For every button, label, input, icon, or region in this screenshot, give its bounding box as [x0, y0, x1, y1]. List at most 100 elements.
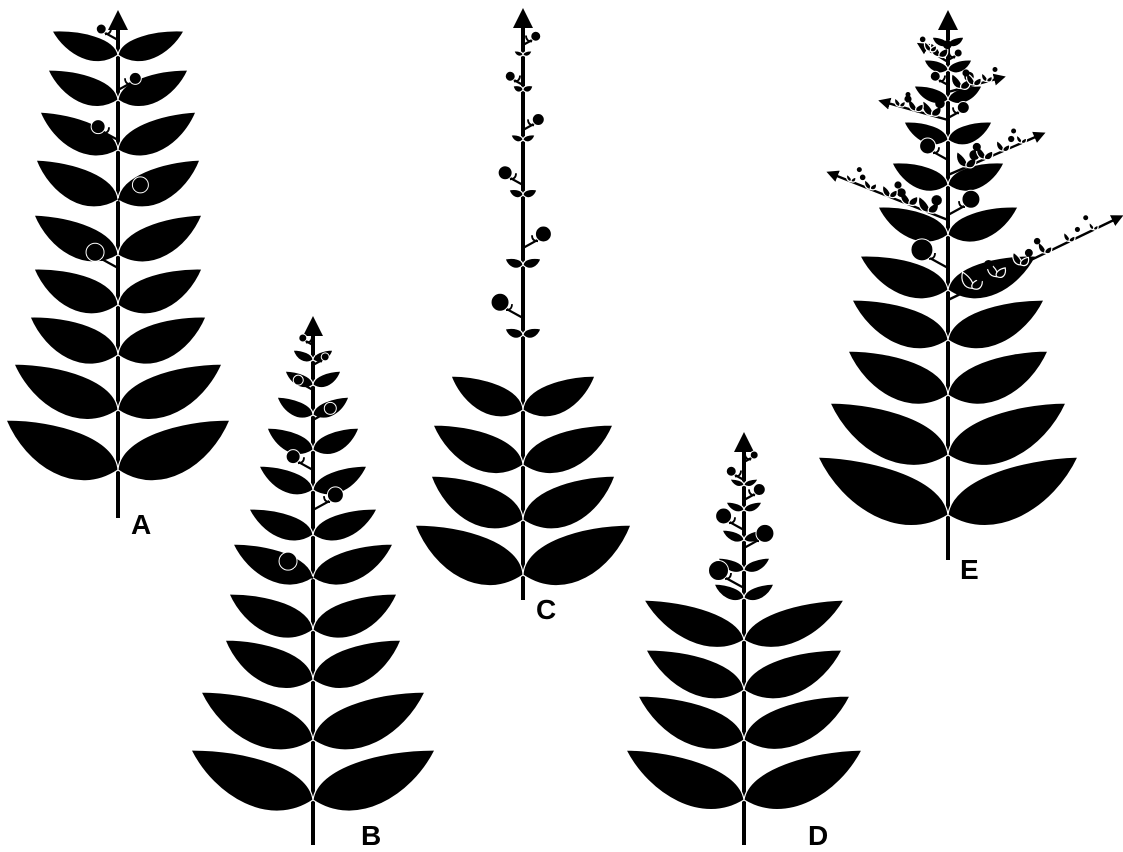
- leaf-right: [523, 86, 533, 93]
- pod: [962, 190, 980, 208]
- leaf-right: [523, 189, 537, 197]
- pod: [91, 120, 105, 134]
- pod: [293, 375, 303, 385]
- branch-leaf: [870, 184, 876, 190]
- leaf-left: [626, 750, 744, 810]
- branch-pod: [993, 67, 998, 72]
- branch-pod: [1008, 136, 1014, 142]
- leaf-left: [431, 476, 523, 529]
- plant-b-label: B: [361, 822, 381, 850]
- pod: [299, 334, 307, 342]
- pod: [756, 524, 774, 542]
- leaf-right: [313, 371, 341, 388]
- plant-e-label: E: [960, 556, 979, 584]
- leaf-left: [509, 189, 523, 197]
- pod: [920, 138, 936, 154]
- leaf-right: [948, 207, 1018, 242]
- leaf-left: [225, 640, 313, 689]
- branch-pod: [860, 175, 866, 181]
- leaf-left: [722, 530, 744, 542]
- leaf-right: [523, 476, 615, 529]
- leaf-right: [948, 163, 1004, 192]
- branch-leaf: [1021, 138, 1026, 143]
- leaf-right: [118, 364, 222, 420]
- leaf-left: [852, 300, 948, 349]
- branch-pod: [1034, 238, 1041, 245]
- leaf-right: [744, 558, 770, 572]
- leaf-right: [118, 112, 196, 156]
- plant-d-label: D: [808, 822, 828, 850]
- leaf-right: [744, 600, 844, 648]
- leaf-right: [118, 70, 188, 107]
- branch-pod: [857, 167, 862, 172]
- pod: [129, 72, 141, 84]
- pod: [505, 71, 515, 81]
- pod: [957, 102, 969, 114]
- leaf-right: [744, 650, 842, 699]
- branch-leaf: [1045, 247, 1052, 254]
- pod: [535, 226, 551, 242]
- leaf-left: [848, 351, 948, 404]
- leaf-right: [313, 509, 377, 541]
- leaf-right: [118, 420, 230, 481]
- leaf-right: [744, 502, 762, 512]
- leaf-left: [6, 420, 118, 481]
- plant-c: [415, 18, 631, 600]
- pod: [86, 243, 104, 261]
- leaf-right: [118, 269, 202, 314]
- branch-leaf: [900, 101, 906, 107]
- pod: [96, 24, 106, 34]
- leaf-right: [523, 376, 595, 417]
- leaf-right: [118, 31, 184, 62]
- leaf-right: [313, 750, 435, 811]
- leaf-left: [451, 376, 523, 417]
- leaf-left: [48, 70, 118, 107]
- branch-pod: [920, 37, 926, 43]
- leaf-left: [433, 425, 523, 474]
- pod: [279, 552, 297, 570]
- leaf-right: [744, 696, 850, 749]
- leaf-right: [523, 328, 541, 338]
- leaf-left: [505, 258, 523, 268]
- branch-leaf: [1003, 145, 1010, 152]
- leaf-right: [523, 258, 541, 268]
- leaf-right: [523, 525, 631, 586]
- leaf-left: [830, 403, 948, 465]
- branch-leaf: [984, 151, 992, 159]
- leaf-left: [293, 350, 313, 362]
- leaf-left: [644, 600, 744, 648]
- leaf-left: [34, 215, 118, 262]
- branch-leaf: [890, 190, 898, 198]
- branch-pod: [1075, 227, 1080, 232]
- leaf-left: [818, 457, 948, 526]
- pod: [327, 487, 343, 503]
- leaf-left: [201, 692, 313, 750]
- branch-pod: [897, 188, 906, 197]
- plant-e: [818, 20, 1118, 560]
- branch-pod: [943, 40, 952, 49]
- plant-c-label: C: [536, 596, 556, 624]
- pod: [954, 49, 962, 57]
- plant-a-label: A: [131, 511, 151, 539]
- pod: [753, 484, 765, 496]
- pod: [750, 451, 758, 459]
- leaf-left: [191, 750, 313, 811]
- pod: [531, 31, 541, 41]
- branch-leaf: [939, 48, 948, 57]
- pod: [324, 402, 336, 414]
- leaf-left: [505, 328, 523, 338]
- leaf-left: [415, 525, 523, 586]
- pod: [716, 508, 732, 524]
- branch-pod: [931, 195, 941, 205]
- leaf-right: [948, 122, 992, 145]
- branch-leaf: [851, 177, 856, 182]
- leaf-right: [118, 160, 200, 207]
- pod: [132, 177, 148, 193]
- branch-leaf: [974, 78, 982, 86]
- leaf-left: [233, 544, 313, 585]
- branch-pod: [984, 260, 993, 269]
- leaf-left: [14, 364, 118, 420]
- branch-leaf: [909, 196, 918, 205]
- branch-pod: [975, 271, 986, 282]
- pod: [286, 450, 300, 464]
